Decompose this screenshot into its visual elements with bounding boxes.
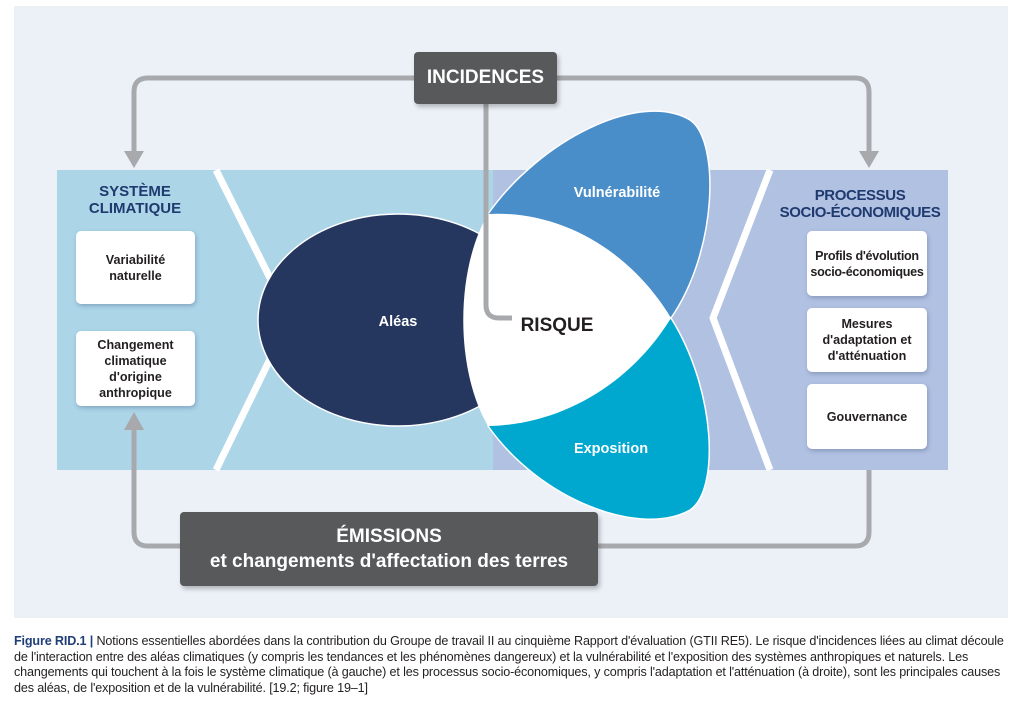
risk-center — [463, 213, 671, 426]
exposure-petal — [486, 316, 710, 520]
card-line: Variabilité — [105, 252, 166, 267]
right-chevron — [709, 168, 774, 472]
caption-text: Notions essentielles abordées dans la co… — [14, 634, 1004, 695]
arrow-incidences-to-socio — [557, 75, 872, 152]
card-line: d'adaptation et — [822, 333, 912, 347]
caption-label: Figure RID.1 | — [14, 634, 94, 648]
card-natural-variability: Variabilité naturelle — [76, 231, 195, 304]
card-socioeconomic-pathways: Profils d'évolution socio-économiques — [807, 231, 927, 296]
incidences-label: INCIDENCES — [426, 67, 545, 88]
vulnerability-petal — [486, 110, 711, 319]
climate-system-title-line2: CLIMATIQUE — [88, 200, 182, 217]
incidences-box: INCIDENCES — [414, 52, 557, 104]
figure-caption: Figure RID.1 | Notions essentielles abor… — [14, 634, 1009, 696]
card-line: anthropique — [99, 385, 172, 400]
arrow-head-socio — [859, 151, 879, 168]
emissions-subtitle: et changements d'affectation des terres — [209, 551, 569, 572]
hazards-label: Aléas — [379, 314, 418, 330]
emissions-box: ÉMISSIONS et changements d'affectation d… — [180, 512, 598, 586]
card-anthropogenic-change: Changement climatique d'origine anthropi… — [76, 331, 195, 406]
arrow-incidences-to-climate — [131, 75, 414, 152]
socioeconomic-title-line1: PROCESSUS — [814, 187, 906, 204]
card-governance: Gouvernance — [807, 384, 927, 449]
socioeconomic-title: PROCESSUS SOCIO-ÉCONOMIQUES — [768, 187, 952, 221]
emissions-title: ÉMISSIONS — [336, 526, 442, 547]
card-line: d'atténuation — [827, 349, 907, 363]
card-line: naturelle — [109, 268, 162, 283]
incidences-to-risk-line — [483, 104, 512, 321]
card-line: Changement — [97, 337, 174, 352]
card-line: Gouvernance — [826, 409, 908, 424]
card-adaptation-mitigation: Mesures d'adaptation et d'atténuation — [807, 308, 927, 372]
vulnerability-label: Vulnérabilité — [574, 185, 660, 201]
arrow-emissions-to-climate — [131, 428, 180, 549]
arrow-head-climate — [124, 151, 144, 168]
exposure-label: Exposition — [574, 441, 648, 457]
card-line: Mesures — [841, 317, 893, 331]
climate-system-title: SYSTÈME CLIMATIQUE — [60, 183, 210, 217]
climate-system-title-line1: SYSTÈME — [99, 183, 171, 200]
socioeconomic-title-line2: SOCIO-ÉCONOMIQUES — [779, 204, 941, 221]
risk-diagram-figure: Aléas Vulnérabilité Exposition RISQUE IN… — [14, 6, 1008, 618]
card-line: climatique — [104, 353, 167, 368]
card-line: Profils d'évolution — [815, 248, 919, 263]
risk-label: RISQUE — [521, 315, 594, 336]
card-line: socio-économiques — [810, 264, 924, 279]
line-socio-to-emissions — [598, 470, 872, 549]
arrow-head-anthropogenic — [124, 412, 144, 430]
card-line: d'origine — [109, 369, 162, 384]
